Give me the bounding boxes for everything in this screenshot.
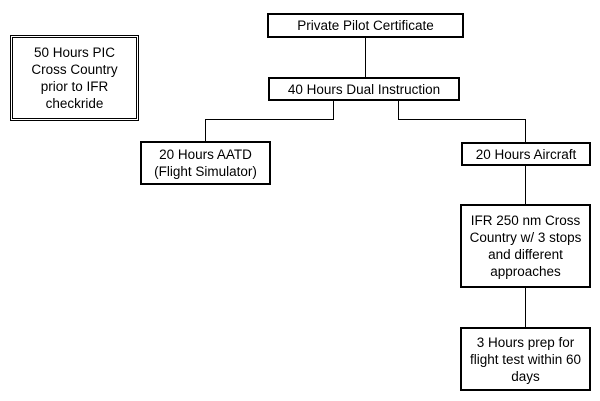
- node-3-hours-prep: 3 Hours prep for flight test within 60 d…: [460, 327, 591, 391]
- node-label-line: checkride: [45, 96, 104, 111]
- node-label-line: 50 Hours PIC: [33, 45, 116, 60]
- node-ifr-250nm-cross-country: IFR 250 nm Cross Country w/ 3 stops and …: [460, 204, 591, 288]
- connector-ppc-to-dual: [365, 37, 366, 77]
- node-label-line: and different: [488, 247, 563, 262]
- node-private-pilot-certificate: Private Pilot Certificate: [267, 13, 464, 38]
- node-50-hours-pic-cross-country: 50 Hours PIC Cross Country prior to IFR …: [10, 35, 139, 121]
- node-label-line: flight test within 60: [469, 351, 582, 367]
- node-label-line: Cross Country: [31, 62, 118, 77]
- connector-dual-to-split-left: [333, 100, 334, 119]
- node-40-hours-dual-instruction: 40 Hours Dual Instruction: [268, 77, 460, 101]
- connector-ifr-to-prep: [525, 287, 526, 327]
- connector-split-left-horizontal: [205, 119, 334, 120]
- connector-to-aatd: [205, 119, 206, 142]
- connector-dual-to-split-right: [398, 100, 399, 119]
- node-20-hours-aircraft: 20 Hours Aircraft: [461, 142, 591, 166]
- node-label-line: 3 Hours prep for: [476, 334, 575, 350]
- connector-split-right-horizontal: [398, 119, 526, 120]
- node-label: 20 Hours Aircraft: [475, 146, 577, 162]
- connector-to-aircraft: [525, 119, 526, 143]
- node-label: 40 Hours Dual Instruction: [287, 81, 441, 97]
- node-20-hours-aatd: 20 Hours AATD (Flight Simulator): [140, 141, 271, 185]
- node-label-line: prior to IFR: [40, 79, 109, 94]
- node-label-line: 20 Hours AATD: [159, 147, 252, 162]
- node-label: Private Pilot Certificate: [297, 18, 434, 33]
- node-label-line: (Flight Simulator): [154, 164, 257, 179]
- connector-aircraft-to-ifr: [525, 165, 526, 204]
- node-label-line: approaches: [490, 264, 561, 279]
- node-label-line: days: [511, 368, 540, 384]
- node-label-line: Country w/ 3 stops: [469, 230, 582, 245]
- node-label-line: IFR 250 nm Cross: [470, 213, 581, 228]
